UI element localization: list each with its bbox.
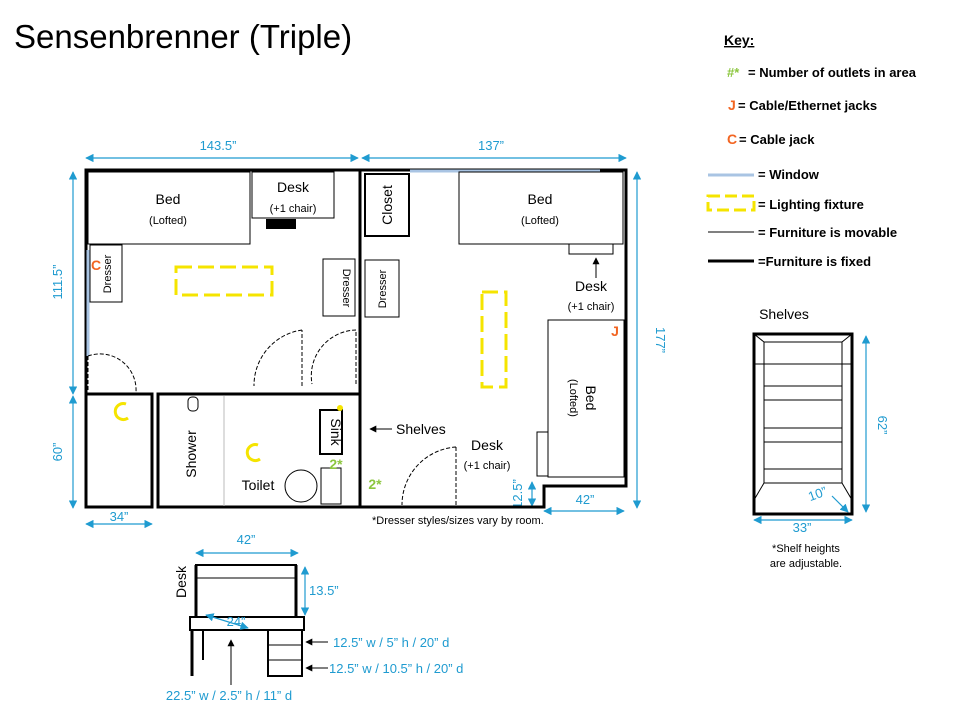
dresser-left-b-label: Dresser — [340, 269, 352, 308]
dresser-left-a — [89, 244, 123, 303]
outlet-count-right: 2* — [368, 476, 382, 492]
desk-detail-drawer-2: 12.5” w / 10.5” h / 20” d — [329, 661, 463, 676]
dresser-right — [364, 259, 400, 318]
shower-label: Shower — [183, 430, 199, 478]
shelves-frame — [752, 332, 854, 516]
shelves-height: 62” — [875, 416, 890, 435]
bed-left-lofted: (Lofted) — [149, 215, 187, 227]
key-fixed-label: =Furniture is fixed — [758, 254, 871, 269]
bed-left-label: Bed — [156, 191, 181, 207]
toilet-label: Toilet — [242, 477, 275, 493]
toilet-bowl — [284, 469, 318, 503]
shower-head-icon — [187, 396, 199, 412]
doors — [87, 329, 457, 506]
closet-right — [364, 173, 410, 237]
sink-label: Sink — [328, 418, 344, 446]
dim-notch-width: 42” — [576, 492, 595, 507]
desk-left-chair — [266, 219, 296, 229]
key-light-label: = Lighting fixture — [758, 197, 864, 212]
desk-right-lower-chair: (+1 chair) — [464, 460, 511, 472]
sink — [319, 409, 343, 455]
shelves-width: 33” — [793, 520, 812, 535]
dim-notch-height: 12.5” — [510, 479, 525, 509]
dim-left-upper-height: 111.5” — [50, 265, 65, 300]
dim-left-width: 143.5” — [200, 138, 237, 153]
key-ethernet-symbol: J — [728, 97, 736, 113]
outlet-count-bath: 2* — [329, 456, 343, 472]
key-cable-label: = Cable jack — [739, 132, 815, 147]
dresser-right-label: Dresser — [377, 269, 389, 308]
shelves-title: Shelves — [759, 306, 809, 322]
desk-left-label: Desk — [277, 179, 310, 195]
key-ethernet-label: = Cable/Ethernet jacks — [738, 98, 877, 113]
desk-right-chair-label: (+1 chair) — [568, 301, 615, 313]
dimension-lines — [68, 153, 642, 529]
bed-left — [87, 171, 251, 245]
page-title: Sensenbrenner (Triple) — [14, 18, 353, 55]
desk-detail-hutch: 13.5” — [309, 583, 339, 598]
key-window-label: = Window — [758, 167, 820, 182]
key-outlets-symbol: #* — [727, 65, 740, 80]
desk-right-label: Desk — [575, 278, 608, 294]
desk-detail-drawer-1: 12.5” w / 5” h / 20” d — [333, 635, 449, 650]
dresser-left-a-label: Dresser — [102, 254, 114, 293]
desk-right-lower-label: Desk — [471, 437, 504, 453]
key-light-swatch — [706, 194, 756, 212]
shelves-depth: 10” — [806, 484, 829, 505]
shelves-note-2: are adjustable. — [770, 558, 842, 570]
key-movable-label: = Furniture is movable — [758, 225, 897, 240]
desk-detail-depth: 24” — [227, 614, 246, 629]
desk-detail: Desk 42” 24” 13.5” 12.5” w / 5” h / 20” … — [166, 532, 464, 703]
desk-detail-label: Desk — [173, 565, 189, 598]
bed-right-side — [547, 319, 625, 478]
key-outlets-label: = Number of outlets in area — [748, 65, 917, 80]
lighting-fixture-right — [480, 290, 508, 389]
toilet-tank — [320, 467, 342, 505]
shelves-note-1: *Shelf heights — [772, 543, 840, 555]
closet-label: Closet — [379, 185, 395, 225]
dresser-note: *Dresser styles/sizes vary by room. — [372, 515, 544, 527]
lighting-fixture-left — [174, 265, 274, 297]
outlet-dot — [337, 405, 343, 411]
desk-right-chair — [568, 243, 614, 255]
desk-right-lower — [536, 431, 549, 477]
bed-right-top-lofted: (Lofted) — [521, 215, 559, 227]
dresser-left-b — [322, 258, 356, 317]
shelves-detail: Shelves 62” 33” 10” *Shelf heights are a… — [752, 306, 890, 570]
desk-left — [251, 171, 335, 219]
desk-detail-width: 42” — [237, 532, 256, 547]
cable-jack-bath-icon — [245, 443, 261, 463]
legend: Key: #* = Number of outlets in area J = … — [706, 32, 917, 269]
dim-right-height: 177” — [653, 327, 668, 353]
dim-right-width: 137” — [478, 138, 504, 153]
dim-left-lower-height: 60” — [50, 443, 65, 462]
bed-right-top-label: Bed — [528, 191, 553, 207]
desk-detail-tray: 22.5” w / 2.5” h / 11” d — [166, 688, 292, 703]
key-heading: Key: — [724, 32, 754, 48]
shelves-pointer-label: Shelves — [396, 421, 446, 437]
cable-jack-icon: C — [91, 257, 101, 273]
bed-right-top — [458, 171, 624, 245]
desk-left-chair-label: (+1 chair) — [270, 203, 317, 215]
bed-right-side-label: Bed — [583, 386, 599, 411]
dim-closet-width: 34” — [110, 509, 129, 524]
ethernet-jack-icon: J — [611, 323, 619, 339]
cable-jack-closet-icon — [113, 402, 129, 422]
key-cable-symbol: C — [727, 131, 737, 147]
bed-right-side-lofted: (Lofted) — [567, 379, 579, 417]
